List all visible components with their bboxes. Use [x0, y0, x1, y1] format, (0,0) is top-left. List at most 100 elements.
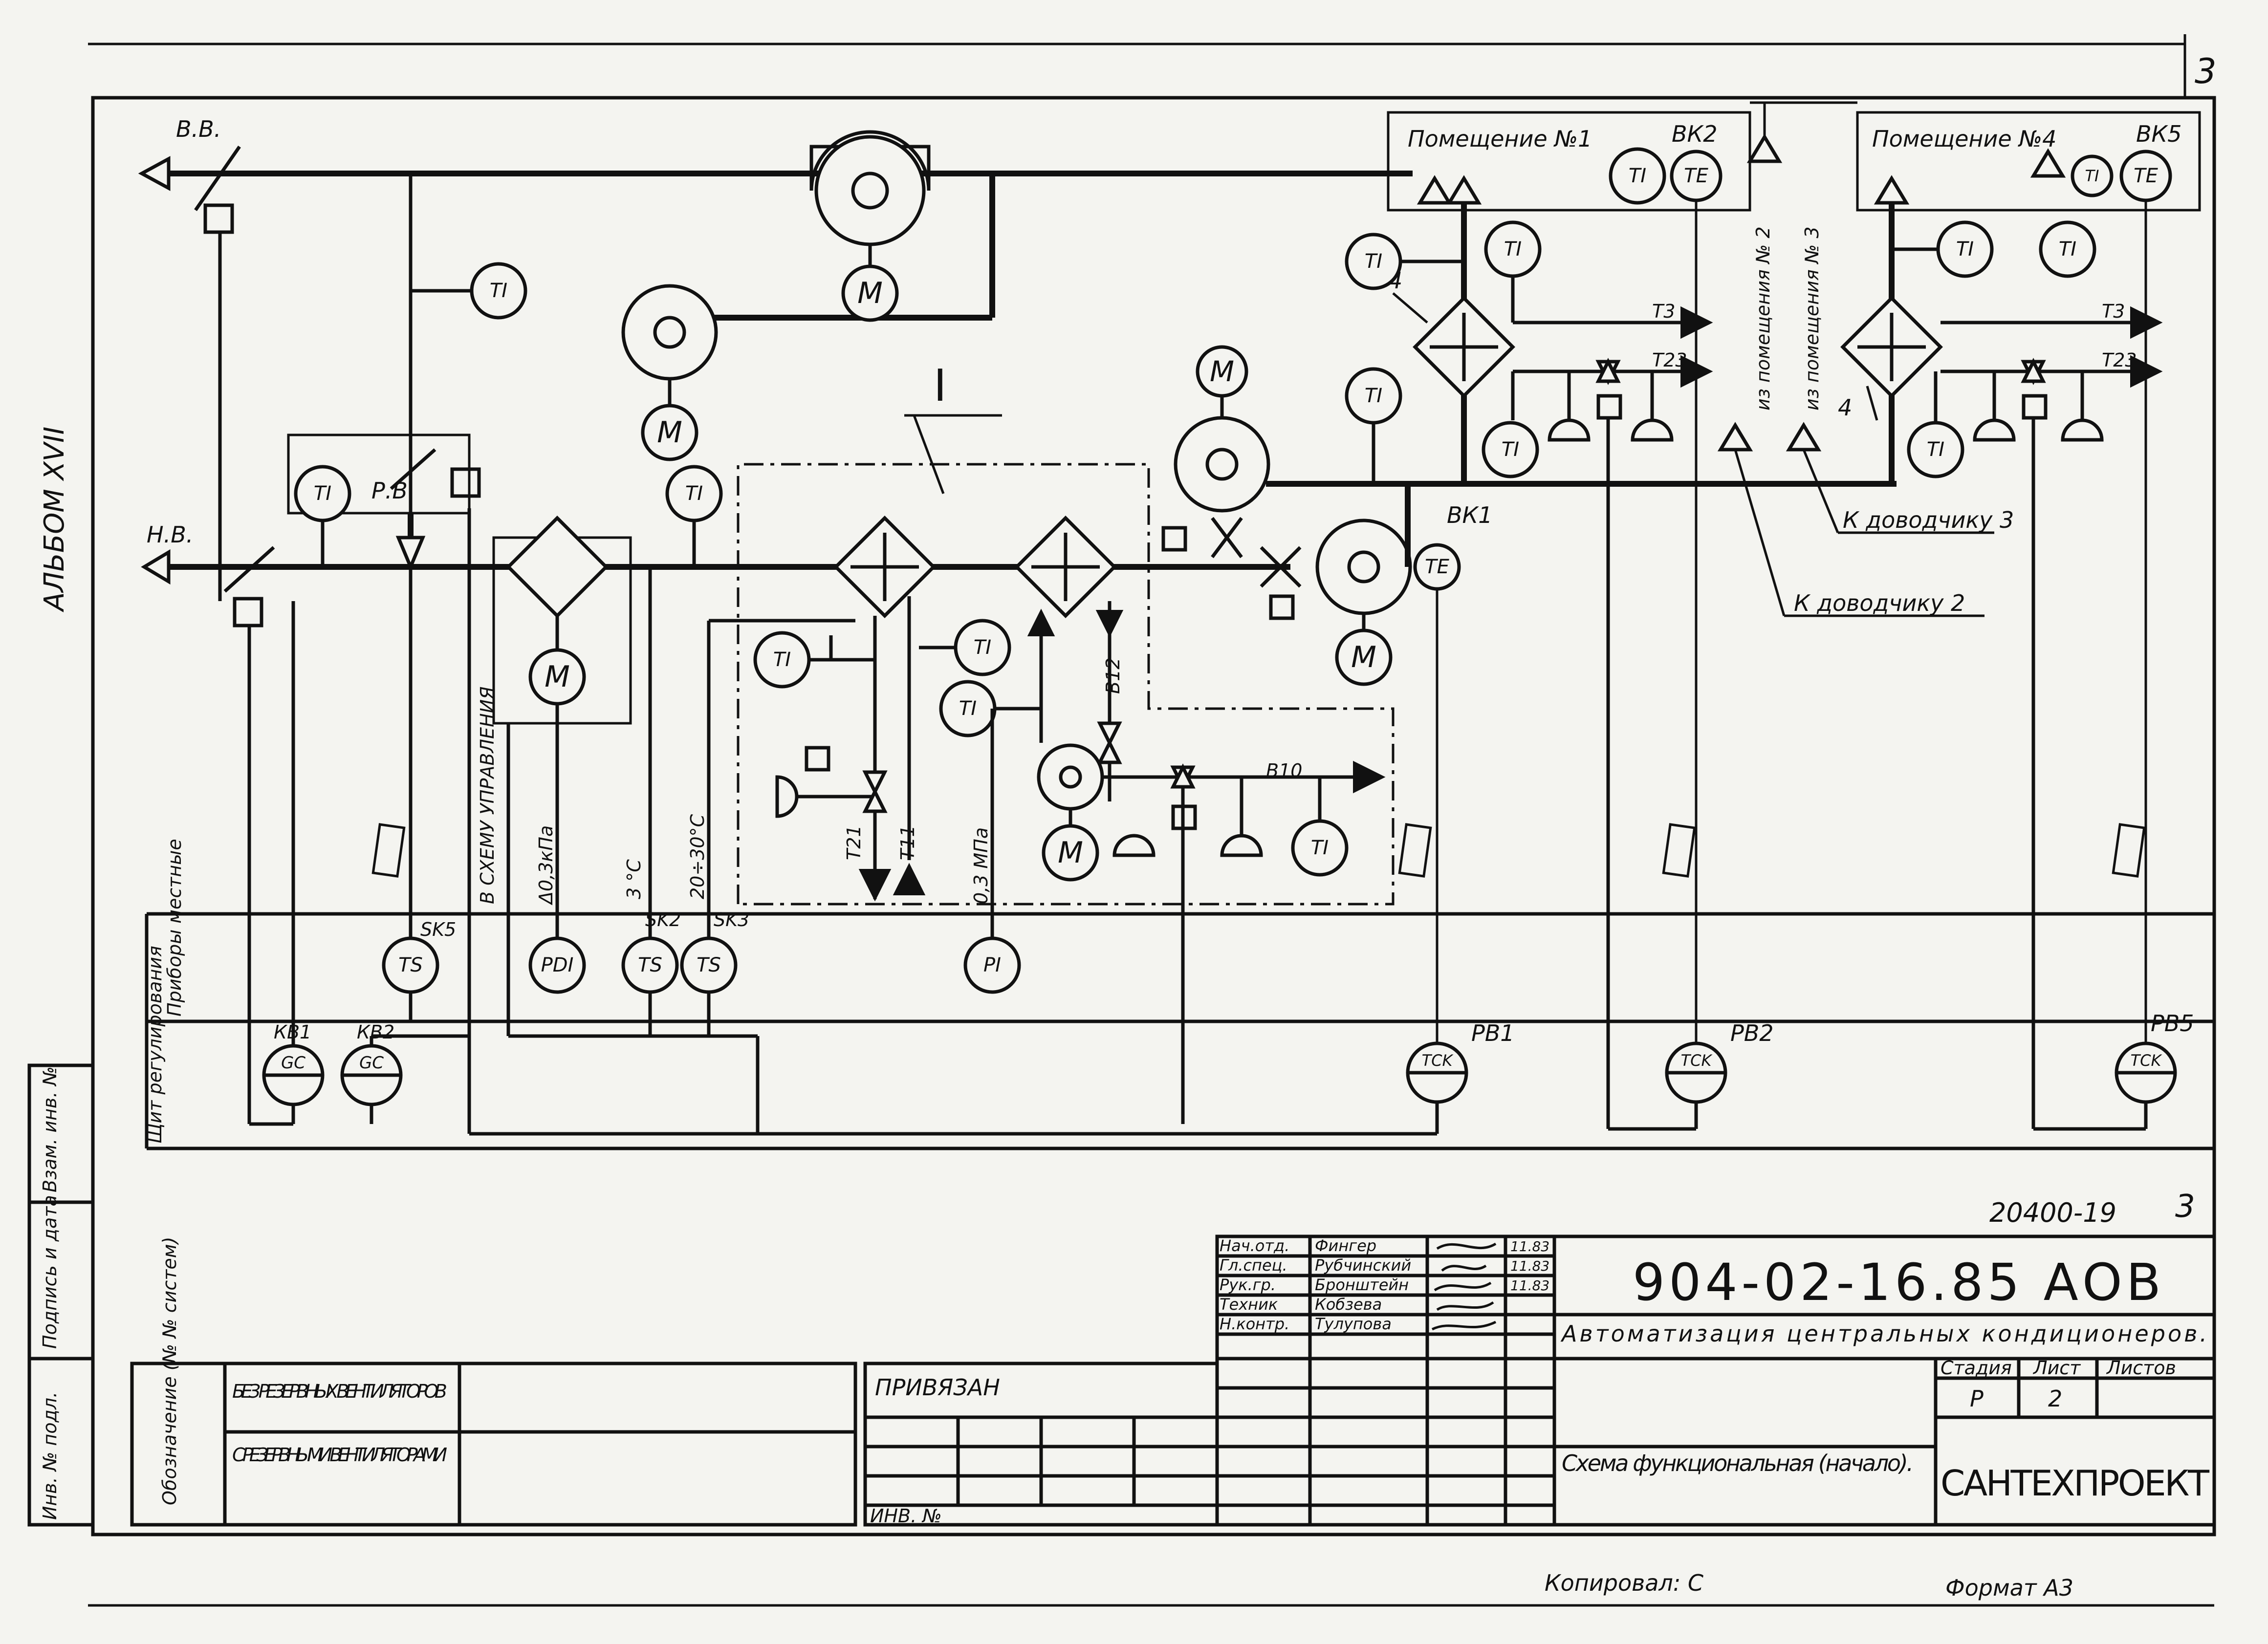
staff-role-2: Гл.спец.: [1220, 1256, 1287, 1275]
ts-sk2: TS: [638, 954, 662, 976]
ti-room4: TI: [2085, 167, 2099, 185]
staff-name-2: Рубчинский: [1315, 1256, 1411, 1275]
te-bk1: TE: [1425, 556, 1449, 578]
bk5-label: ВК5: [2136, 121, 2181, 147]
staff-name-5: Тулупова: [1315, 1315, 1392, 1333]
return-fan-top: [809, 130, 931, 322]
ti-room1: TI: [1629, 165, 1646, 187]
sheet-frame: [88, 34, 2216, 1607]
staff-role-1: Нач.отд.: [1220, 1236, 1289, 1255]
te-bk2: TE: [1684, 165, 1708, 187]
ts-sk5: TS: [398, 954, 423, 976]
label-nv: Н.В.: [147, 521, 193, 548]
doc-number: 904-02-16.85 АОВ: [1633, 1253, 2165, 1312]
sheet-code: 20400-19: [1989, 1197, 2116, 1228]
ti-room4-water: TI: [1956, 238, 1974, 260]
label-b10: В10: [1266, 760, 1302, 781]
mark-4-b: 4: [1838, 394, 1852, 421]
label-t11: Т11: [897, 825, 918, 860]
label-sk5: SK5: [420, 919, 456, 940]
ti-pump: TI: [959, 697, 977, 720]
label-to-closer3: К доводчику 3: [1843, 507, 2014, 533]
room1-label: Помещение №1: [1408, 126, 1592, 152]
heater-2: [1014, 516, 1124, 801]
roman-numeral: I: [934, 360, 947, 411]
left-margin-strip: [27, 1063, 95, 1527]
gc-kb1: GC: [281, 1053, 305, 1073]
ts-sk3: TS: [697, 954, 721, 976]
supply-fan-middle: [1161, 345, 1897, 559]
title-block-frame: [1215, 1234, 2216, 1527]
label-pb1: РВ1: [1471, 1020, 1515, 1046]
label-t23-a: Т23: [1652, 349, 1687, 371]
ti-room1-in: TI: [1365, 250, 1382, 273]
label-to-closer2: К доводчику 2: [1794, 590, 1965, 616]
ti-bubbles: [294, 147, 2114, 877]
systems-row1: БЕЗ РЕЗЕРВНЫХ ВЕНТИЛЯТОРОВ: [232, 1381, 447, 1402]
tck-pb1: TCK: [1422, 1051, 1454, 1070]
label-t21: Т21: [843, 825, 865, 860]
label-pb5: РВ5: [2151, 1010, 2194, 1037]
stage-label: Стадия: [1941, 1357, 2012, 1379]
label-from-room3: из помещения № 3: [1801, 226, 1823, 411]
supply-fan-right: [1260, 484, 1412, 686]
motor-upper-left-label: M: [657, 415, 682, 450]
label-to-control: В СХЕМУ УПРАВЛЕНИЯ: [477, 687, 498, 904]
label-b12: В12: [1102, 658, 1124, 694]
binding-inv-no: ИНВ. №: [870, 1505, 942, 1527]
te-bk5: TE: [2134, 165, 2158, 187]
systems-header: Обозначение (№ № систем): [159, 1237, 180, 1505]
pump: [1037, 743, 1386, 1124]
album-label: АЛЬБОМ XVII: [39, 427, 70, 612]
strip-inv-podl: Инв. № подл.: [39, 1392, 61, 1520]
label-pressure: Δ0,3кПа: [535, 825, 557, 906]
sheet-title: Схема функциональная (начало).: [1562, 1450, 1914, 1476]
staff-rows: Нач.отд. Фингер 11.83 Гл.спец. Рубчински…: [1220, 1236, 1549, 1333]
pump-motor-label: M: [1058, 836, 1083, 870]
label-pb2: РВ2: [1730, 1020, 1774, 1046]
systems-row2: С РЕЗЕРВНЫМИ ВЕНТИЛЯТОРАМИ: [232, 1444, 447, 1466]
systems-table: [130, 1362, 857, 1527]
staff-name-3: Бронштейн: [1315, 1276, 1409, 1294]
ti-room1-water: TI: [1504, 238, 1522, 260]
label-temp2030: 20÷30°С: [687, 814, 708, 899]
motor-top-label: M: [857, 276, 883, 310]
label-t3-a: Т3: [1652, 301, 1675, 322]
block-I: [737, 414, 1395, 906]
signatures: [1431, 1242, 1497, 1331]
label-t23-b: Т23: [2102, 349, 2137, 371]
sheet-label: Лист: [2032, 1357, 2081, 1379]
stage-value: Р: [1970, 1385, 1984, 1412]
corner-sheet-number: 3: [2195, 51, 2217, 91]
label-t3-b: Т3: [2102, 301, 2125, 322]
ti-exhaust: TI: [490, 280, 507, 302]
filter-motor-label: M: [545, 660, 570, 694]
staff-role-3: Рук.гр.: [1220, 1276, 1276, 1294]
local-instruments: [382, 567, 1021, 1038]
staff-date-3: 11.83: [1510, 1277, 1549, 1294]
room4-label: Помещение №4: [1872, 126, 2056, 152]
remote-setters: [371, 823, 2146, 878]
tck-pb5: TCK: [2131, 1051, 2163, 1070]
recirc-damper: [287, 433, 481, 572]
strip-inv-vzam: Взам. инв. №: [39, 1066, 61, 1192]
staff-date-1: 11.83: [1510, 1238, 1549, 1255]
heater-1: [707, 516, 936, 909]
binding-privyazan: ПРИВЯЗАН: [875, 1374, 1000, 1401]
motor-right-label: M: [1351, 640, 1376, 674]
filter: [492, 516, 632, 725]
ti-room4-return: TI: [1927, 438, 1944, 461]
staff-role-5: Н.контр.: [1220, 1315, 1289, 1333]
label-from-room2: из помещения № 2: [1752, 226, 1774, 411]
label-rv: Р.В.: [371, 477, 415, 504]
strip-sign-date: Подпись и дата: [39, 1195, 61, 1349]
label-kb2: КВ2: [357, 1021, 394, 1043]
sheets-label: Листов: [2106, 1357, 2176, 1379]
label-kb1: КВ1: [274, 1021, 311, 1043]
ti-room4-in: TI: [2059, 238, 2076, 260]
panel-zone: [145, 912, 2214, 1150]
staff-name-4: Кобзева: [1315, 1295, 1382, 1314]
organization: САНТЕХПРОЕКТ: [1941, 1463, 2210, 1504]
label-vv: В.В.: [176, 116, 221, 142]
ti-after-filter: TI: [685, 482, 703, 505]
